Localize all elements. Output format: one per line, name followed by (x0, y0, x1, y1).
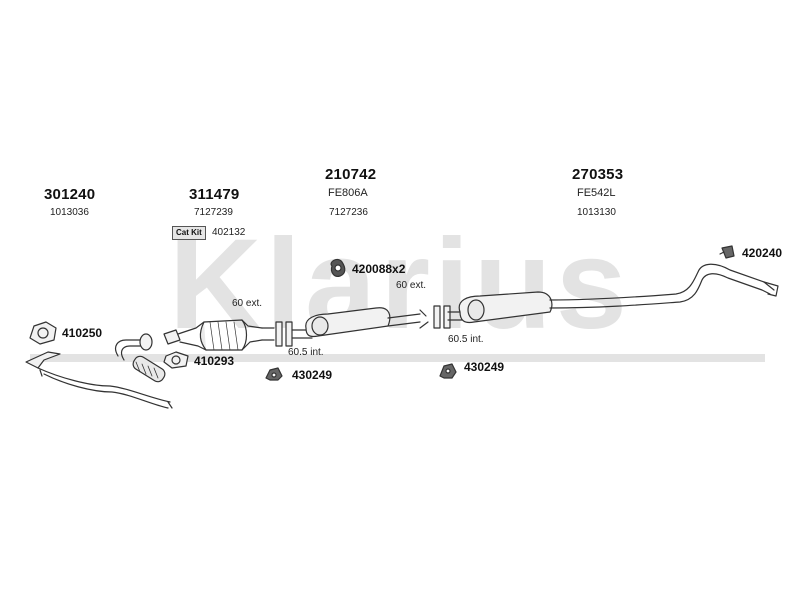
fitting-420088x2: 420088x2 (352, 262, 406, 276)
fitting-410293: 410293 (194, 354, 235, 368)
watermark-logo: Klarius (169, 213, 631, 356)
reference-1013130: 1013130 (577, 207, 616, 218)
fitting-410250: 410250 (62, 326, 103, 340)
part-number-210742: 210742 (325, 166, 377, 183)
rear-silencer (458, 263, 779, 324)
cat-kit-badge: Cat Kit (172, 226, 206, 240)
reference-1013036: 1013036 (50, 207, 89, 218)
watermark-bar (30, 354, 765, 362)
front-pipe (25, 333, 173, 409)
reference-7127236: 7127236 (329, 207, 368, 218)
part-number-270353: 270353 (572, 166, 624, 183)
note-60-ext-left: 60 ext. (232, 298, 263, 309)
center-silencer (305, 307, 421, 338)
code-fe806a: FE806A (328, 187, 368, 199)
mount-430249-shape-right (439, 363, 457, 379)
reference-7127239: 7127239 (194, 207, 233, 218)
fitting-420240: 420240 (742, 246, 783, 260)
mount-430249-shape-left (265, 367, 283, 381)
code-fe542l: FE542L (577, 187, 616, 199)
part-number-311479: 311479 (189, 186, 240, 203)
part-number-301240: 301240 (44, 186, 96, 203)
hanger-420240-shape (719, 245, 735, 259)
hanger-420088-shape (330, 258, 346, 277)
fitting-430249-left: 430249 (292, 368, 333, 382)
reference-402132: 402132 (212, 227, 246, 238)
fitting-430249-right: 430249 (464, 360, 505, 374)
note-60-5-int-left: 60.5 int. (288, 347, 324, 358)
catalytic-converter (163, 319, 275, 351)
note-60-5-int-right: 60.5 int. (448, 334, 484, 345)
note-60-ext-right: 60 ext. (396, 280, 427, 291)
clamp-2 (419, 305, 467, 329)
gasket-410250-shape (29, 321, 57, 345)
gasket-410293-shape (163, 351, 189, 369)
